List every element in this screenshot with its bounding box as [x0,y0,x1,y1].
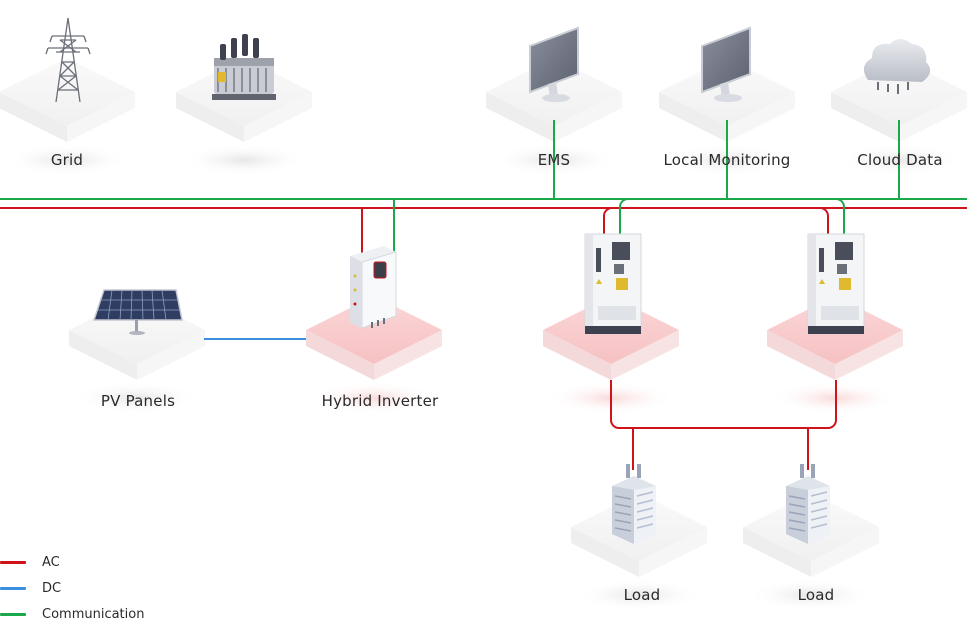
cabinet2-ac-line [819,207,829,240]
legend-label-ac: AC [42,554,60,570]
ems-monitor-icon [529,26,579,102]
legend-label-communication: Communication [42,606,145,622]
legend-swatch-ac [0,560,26,564]
cloud-data-label: Cloud Data [857,151,943,169]
load-label-1: Load [623,586,661,604]
building-icon-1 [612,464,656,544]
legend-swatch-communication [0,612,26,616]
local-monitoring-monitor-icon [701,26,751,102]
ems-label: EMS [537,151,571,169]
inverter-icon [350,246,397,329]
cabinet1-comm-line [619,198,629,240]
legend-item-ac: AC [0,553,60,571]
legend-label-dc: DC [42,580,62,596]
load-label-2: Load [797,586,835,604]
inverter-platform [306,296,442,414]
pv-panels-label: PV Panels [100,392,176,410]
cabinet2-comm-line [835,198,845,240]
legend-item-dc: DC [0,579,61,597]
transformer-icon [212,34,276,100]
power-tower-icon [45,17,91,103]
load-ac-network [610,380,837,429]
legend-swatch-dc [0,586,26,590]
battery-cabinet-icon-1 [584,233,642,334]
solar-panel-icon [92,289,183,335]
grid-platform [0,58,135,176]
grid-label: Grid [50,151,84,169]
legend-item-communication: Communication [0,605,144,623]
building-icon-2 [786,464,830,544]
hybrid-inverter-label: Hybrid Inverter [321,392,439,410]
cabinet1-platform [543,296,679,414]
local-monitoring-label: Local Monitoring [663,151,791,169]
battery-cabinet-icon-2 [807,233,865,334]
cabinet1-ac-line [603,207,613,240]
cloud-icon [863,39,931,94]
